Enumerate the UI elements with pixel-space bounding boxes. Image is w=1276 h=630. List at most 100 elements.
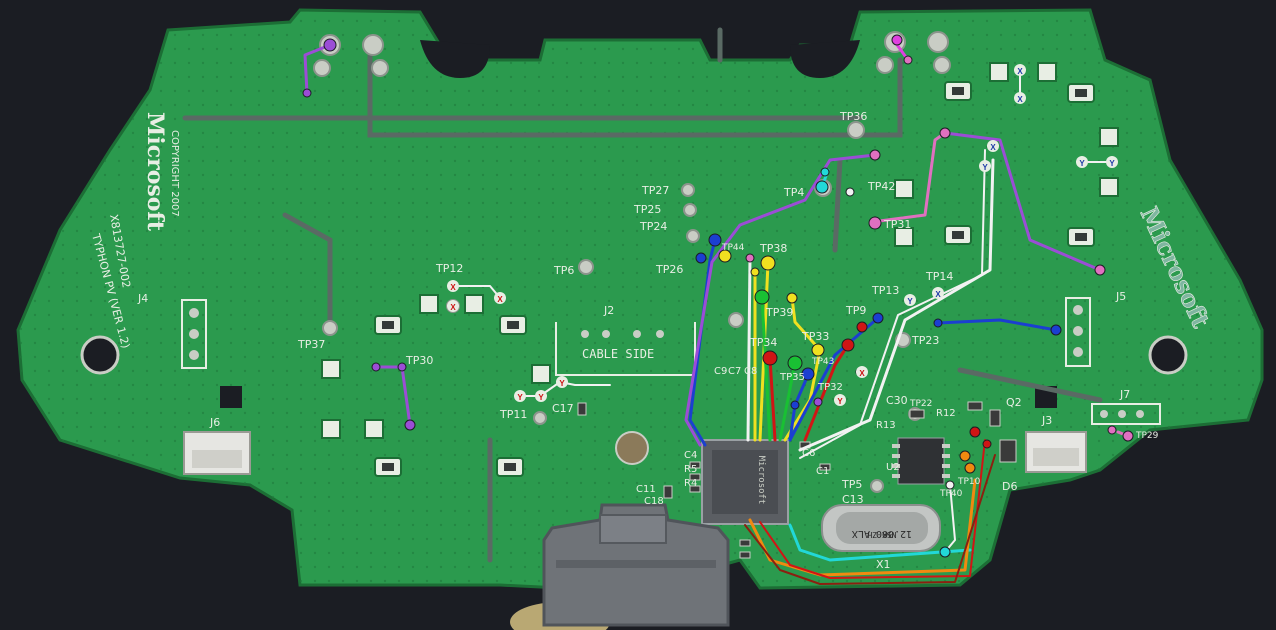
label-x1: X1 <box>876 558 891 571</box>
wire-darkred-bottom <box>744 454 996 585</box>
label-c17: C17 <box>552 402 574 415</box>
label-r5: R5 <box>684 464 697 475</box>
wire-endpoints <box>302 34 1134 558</box>
svg-text:X: X <box>1017 95 1023 104</box>
label-tp30: TP30 <box>405 354 433 367</box>
label-j6: J6 <box>209 416 220 429</box>
wire-green-2 <box>778 361 797 442</box>
header-j7 <box>1091 403 1161 425</box>
svg-text:Y: Y <box>907 297 913 306</box>
label-c4: C4 <box>684 450 697 461</box>
copper-traces <box>182 27 1103 563</box>
svg-text:Y: Y <box>559 379 565 388</box>
brand-logo-left: Microsoft <box>142 112 168 232</box>
svg-text:Y: Y <box>982 163 988 172</box>
label-c30: C30 <box>886 394 908 407</box>
marker-x-blue-3: X <box>987 140 999 152</box>
marker-x-blue-2: X <box>1014 92 1026 104</box>
label-u2: U2 <box>886 462 900 473</box>
label-tp35: TP35 <box>779 372 805 383</box>
wire-blue-right <box>936 318 1058 332</box>
label-r4: R4 <box>684 478 697 489</box>
label-j4: J4 <box>137 292 148 305</box>
marker-y-blue-4: Y <box>904 294 916 306</box>
svg-text:X: X <box>497 295 503 304</box>
svg-text:X: X <box>450 303 456 312</box>
svg-text:X: X <box>859 369 865 378</box>
label-c7: C7 <box>728 366 741 377</box>
header-j5 <box>1065 297 1091 367</box>
wire-white-1 <box>746 256 752 442</box>
label-tp22: TP22 <box>909 399 932 409</box>
label-c9: C9 <box>714 366 727 377</box>
connector-j2-outline <box>555 322 696 376</box>
wire-cyan-bottom <box>788 523 972 562</box>
wire-white-3 <box>799 149 986 459</box>
svg-text:X: X <box>990 143 996 152</box>
label-tp42: TP42 <box>867 180 895 193</box>
label-j2: J2 <box>603 304 614 317</box>
marker-x-red-3: X <box>494 292 506 304</box>
label-j3: J3 <box>1041 414 1052 427</box>
label-tp14: TP14 <box>925 270 953 283</box>
label-c6: C6 <box>802 448 815 459</box>
cable-connector-housing <box>510 503 730 630</box>
smd-pads <box>374 81 1095 477</box>
label-c11: C11 <box>636 484 656 495</box>
thru-pads <box>321 62 1119 439</box>
xy-markers: X X X Y Y Y X Y X X X Y Y Y Y X <box>447 64 1118 406</box>
wire-purple-main <box>684 153 877 447</box>
label-tp29: TP29 <box>1135 431 1159 441</box>
wire-purple-right <box>943 131 1102 272</box>
label-tp31: TP31 <box>883 218 911 231</box>
connector-j3 <box>1025 431 1087 473</box>
crystal-subtext: NSK ZH <box>867 530 896 539</box>
label-tp26: TP26 <box>655 263 683 276</box>
label-r13: R13 <box>876 420 896 431</box>
label-c1: C1 <box>816 466 829 477</box>
label-tp12: TP12 <box>435 262 463 275</box>
label-tp25: TP25 <box>633 203 661 216</box>
silkscreen-labels: TP36 TP27 TP25 TP24 TP4 TP42 TP31 TP26 T… <box>137 110 1159 571</box>
main-controller-chip: Microsoft <box>701 439 789 525</box>
label-tp24: TP24 <box>639 220 667 233</box>
marker-y-red-1: Y <box>514 390 526 402</box>
marker-x-red-4: X <box>856 366 868 378</box>
marker-x-blue-4: X <box>932 287 944 299</box>
copyright-text: COPYRIGHT 2007 <box>169 130 180 217</box>
wire-purple-top-left <box>303 43 332 95</box>
label-j5: J5 <box>1115 290 1126 303</box>
label-tp38: TP38 <box>759 242 787 255</box>
label-tp36: TP36 <box>839 110 867 123</box>
label-q2: Q2 <box>1006 396 1022 409</box>
mount-hole-left <box>80 335 120 375</box>
crystal-text: 12.000 ALX <box>852 528 912 539</box>
label-tp44: TP44 <box>721 243 745 253</box>
marker-y-blue-1: Y <box>979 160 991 172</box>
pad-centers <box>382 87 1087 471</box>
label-c18: C18 <box>644 496 664 507</box>
center-hole <box>615 431 649 465</box>
svg-text:Y: Y <box>837 397 843 406</box>
marker-y-blue-2: Y <box>1076 156 1088 168</box>
label-tp5: TP5 <box>841 478 862 491</box>
wire-white-2 <box>798 158 995 452</box>
eeprom-chip-u2 <box>892 437 950 485</box>
crystal-x1: 12.000 ALX NSK ZH <box>821 504 941 552</box>
chip-brand-text: Microsoft <box>756 456 766 505</box>
label-tp23: TP23 <box>911 334 939 347</box>
connector-j6 <box>183 431 251 475</box>
label-tp9: TP9 <box>845 304 866 317</box>
svg-text:X: X <box>935 290 941 299</box>
label-tp10: TP10 <box>957 477 981 487</box>
marker-x-red-1: X <box>447 280 459 292</box>
label-tp37: TP37 <box>297 338 325 351</box>
svg-text:X: X <box>450 283 456 292</box>
marker-y-red-2: Y <box>535 390 547 402</box>
marker-x-blue-1: X <box>1014 64 1026 76</box>
marker-x-red-2: X <box>447 300 459 312</box>
label-tp34: TP34 <box>749 336 777 349</box>
label-tp32: TP32 <box>817 382 843 393</box>
